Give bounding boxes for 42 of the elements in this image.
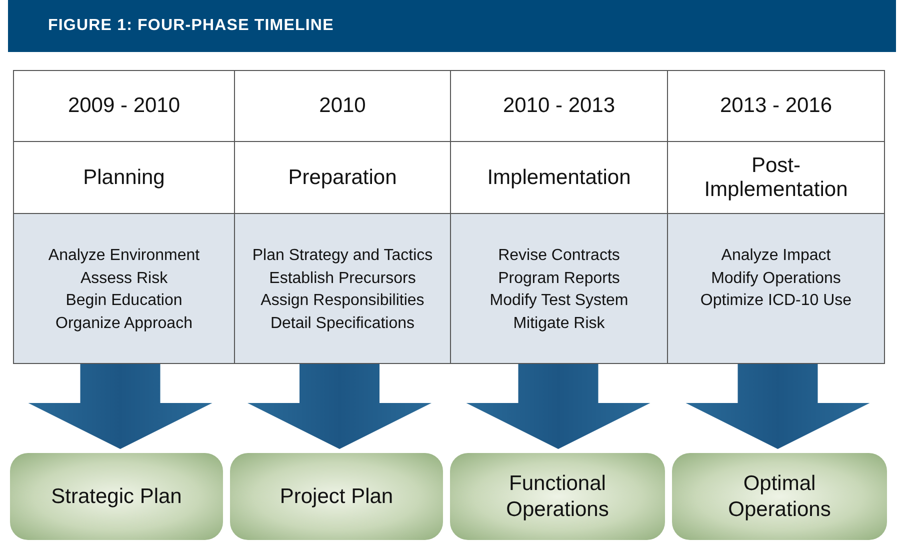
task-item: Assign Responsibilities — [260, 291, 424, 311]
block-arrow — [28, 364, 212, 449]
task-item: Program Reports — [498, 268, 620, 288]
task-cell — [234, 213, 451, 364]
task-item: Mitigate Risk — [513, 314, 605, 334]
phase-name: Implementation — [487, 166, 631, 190]
block-arrow — [248, 364, 432, 449]
block-arrow — [686, 364, 870, 449]
task-item: Modify Operations — [711, 268, 841, 288]
task-cell — [13, 213, 235, 364]
date-cell — [13, 70, 235, 142]
date-cell — [667, 70, 885, 142]
outcome-label: Functional Operations — [505, 470, 610, 522]
task-item: Assess Risk — [80, 268, 168, 288]
outcome-box — [450, 453, 665, 540]
outcome-box — [10, 453, 223, 540]
block-arrow — [466, 364, 650, 449]
date-range: 2009 - 2010 — [68, 94, 180, 118]
task-item: Analyze Environment — [48, 246, 200, 266]
outcome-label: Optimal Operations — [727, 470, 832, 522]
task-cell — [667, 213, 885, 364]
task-item: Revise Contracts — [498, 246, 620, 266]
figure-title: FIGURE 1: FOUR-PHASE TIMELINE — [48, 17, 334, 35]
task-cell — [450, 213, 668, 364]
outcome-label: Strategic Plan — [51, 484, 182, 510]
date-range: 2010 — [319, 94, 366, 118]
task-item: Establish Precursors — [269, 268, 416, 288]
task-item: Begin Education — [66, 291, 182, 311]
outcome-box — [672, 453, 887, 540]
phase-name: Post-Implementation — [703, 154, 849, 202]
phase-name: Planning — [83, 166, 165, 190]
outcome-box — [230, 453, 443, 540]
outcome-label: Project Plan — [280, 484, 394, 510]
phase-name: Preparation — [288, 166, 397, 190]
task-item: Plan Strategy and Tactics — [252, 246, 433, 266]
date-range: 2010 - 2013 — [502, 94, 616, 118]
task-item: Analyze Impact — [721, 246, 831, 266]
task-item: Detail Specifications — [270, 314, 415, 334]
task-item: Modify Test System — [490, 291, 628, 311]
task-item: Organize Approach — [56, 314, 192, 334]
task-item: Optimize ICD-10 Use — [700, 291, 852, 311]
date-range: 2013 - 2016 — [720, 94, 832, 118]
